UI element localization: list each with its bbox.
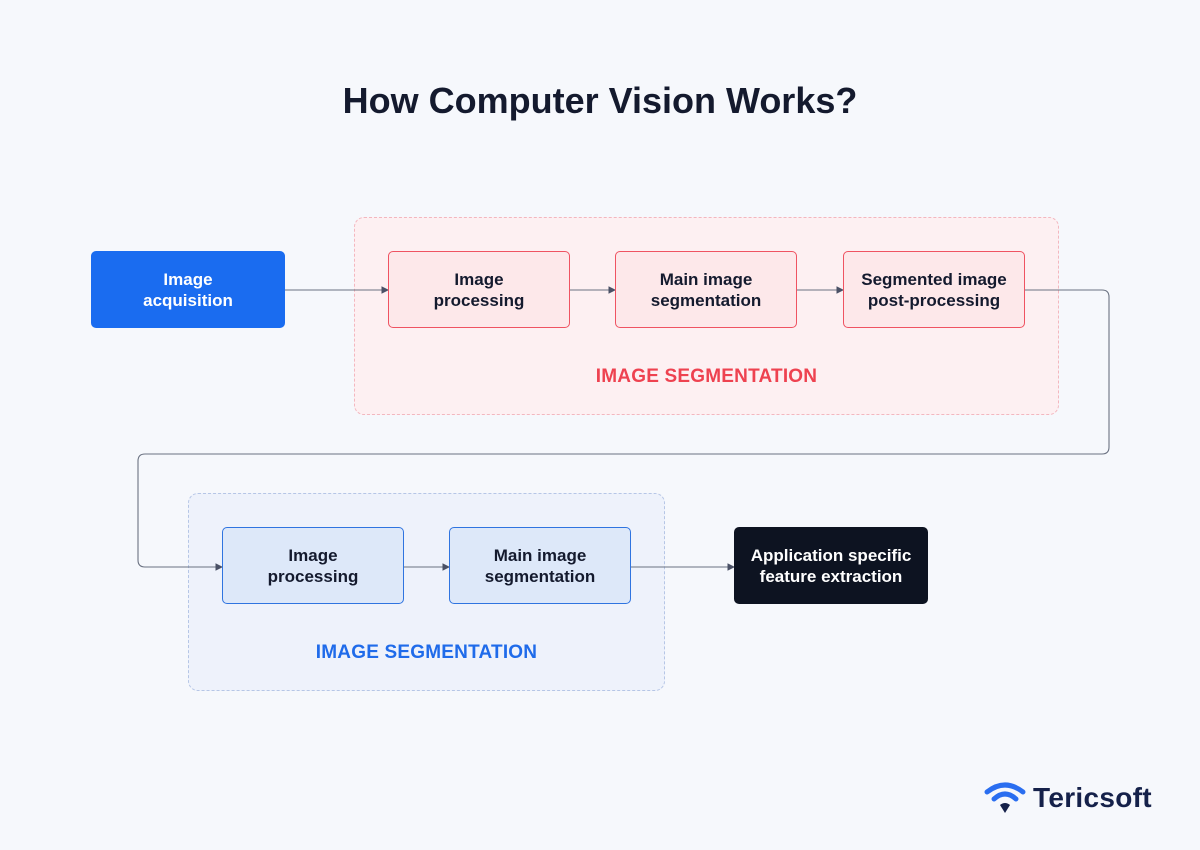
tericsoft-logo: Tericsoft xyxy=(983,778,1152,818)
logo-text: Tericsoft xyxy=(1033,782,1152,813)
node-bottom-main-segmentation: Main image segmentation xyxy=(449,527,631,604)
bottom-group-label: IMAGE SEGMENTATION xyxy=(315,642,538,663)
top-group-label: IMAGE SEGMENTATION xyxy=(595,366,818,387)
node-top-image-processing: Image processing xyxy=(388,251,570,328)
wifi-signal-icon xyxy=(984,782,1026,813)
node-top-main-segmentation: Main image segmentation xyxy=(615,251,797,328)
arrow-postprocessing-to-bottom xyxy=(137,289,1110,571)
node-image-acquisition: Image acquisition xyxy=(91,251,285,328)
node-feature-extraction: Application specific feature extraction xyxy=(734,527,928,604)
node-bottom-image-processing: Image processing xyxy=(222,527,404,604)
diagram-title: How Computer Vision Works? xyxy=(342,80,858,121)
node-segmented-post-processing: Segmented image post-processing xyxy=(843,251,1025,328)
